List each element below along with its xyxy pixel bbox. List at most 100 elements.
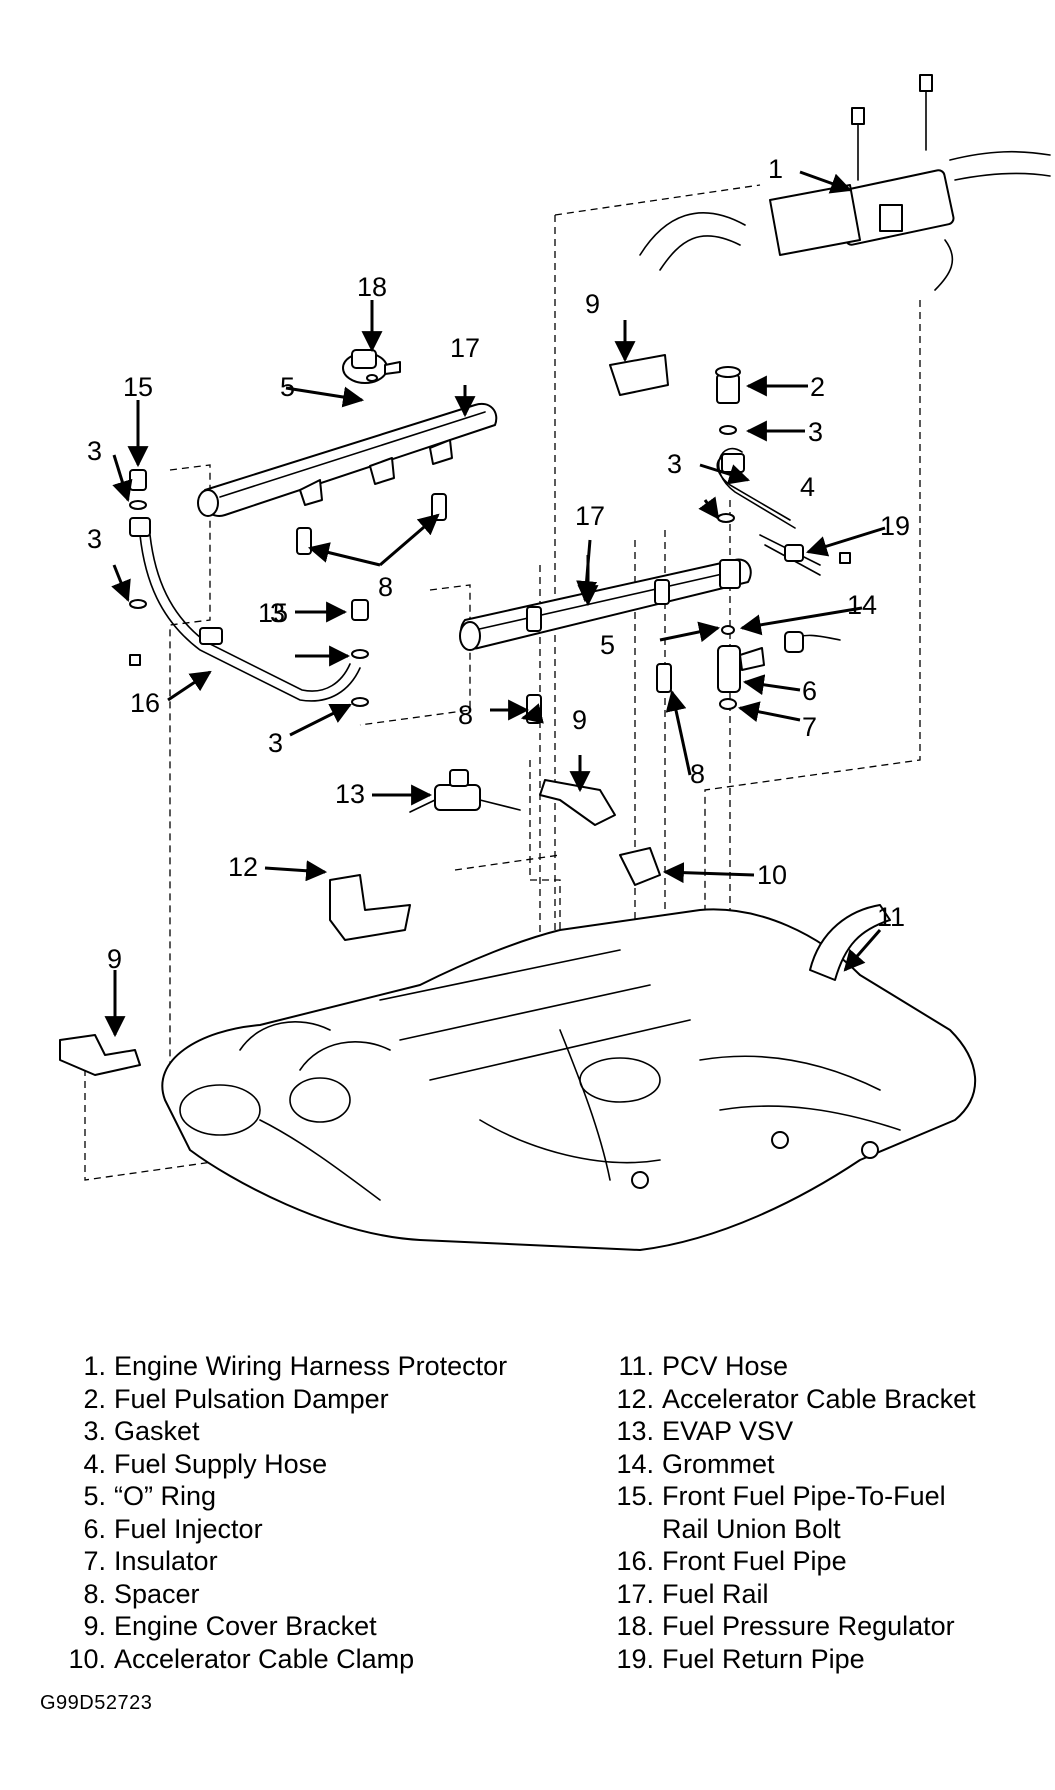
legend-item: 19. Fuel Return Pipe: [588, 1643, 1040, 1676]
callout-8: 8: [458, 700, 473, 730]
callout-14: 14: [847, 590, 877, 620]
legend-number: 7.: [83, 1546, 106, 1576]
callout-17: 17: [575, 501, 605, 531]
legend-item: 14. Grommet: [588, 1448, 1040, 1481]
legend-item: 17. Fuel Rail: [588, 1578, 1040, 1611]
legend-number: 19.: [616, 1643, 654, 1674]
legend-text: Fuel Supply Hose: [114, 1448, 328, 1479]
legend-text: Fuel Injector: [114, 1513, 263, 1544]
legend-item: 12. Accelerator Cable Bracket: [588, 1383, 1040, 1416]
legend-text: Fuel Pulsation Damper: [114, 1383, 389, 1414]
legend-text: Accelerator Cable Bracket: [662, 1383, 976, 1414]
legend-item: 15. Front Fuel Pipe-To-Fuel: [588, 1480, 1040, 1513]
legend-number: 4.: [83, 1448, 106, 1479]
callout-3: 3: [270, 598, 285, 628]
legend-text: Gasket: [114, 1416, 200, 1446]
legend-item: 5. “O” Ring: [40, 1480, 580, 1513]
legend-text: Fuel Pressure Regulator: [662, 1611, 955, 1641]
legend-text: PCV Hose: [662, 1351, 789, 1381]
legend-text-continuation: Rail Union Bolt: [662, 1513, 841, 1544]
legend-text: Engine Cover Bracket: [114, 1611, 377, 1641]
legend-text: Fuel Return Pipe: [662, 1643, 865, 1674]
legend-number: 10.: [68, 1643, 106, 1674]
front-fuel-pipe: [129, 469, 369, 707]
callout-8: 8: [690, 759, 705, 789]
callout-labels: 1 2 3 3 3 3 3 3 4 5 5 6 7 8 8 8 9 9 9 10…: [87, 154, 910, 974]
callout-11: 11: [877, 902, 905, 932]
legend-number: 1.: [83, 1351, 106, 1381]
legend-number: 17.: [616, 1578, 654, 1609]
legend-item: 9. Engine Cover Bracket: [40, 1610, 580, 1643]
parts-legend: 1. Engine Wiring Harness Protector 2. Fuel…: [40, 1350, 1040, 1690]
callout-10: 10: [757, 860, 787, 890]
legend-number: 2.: [83, 1383, 106, 1414]
callout-7: 7: [802, 712, 817, 742]
legend-item: 2. Fuel Pulsation Damper: [40, 1383, 580, 1416]
callout-3: 3: [268, 728, 283, 758]
legend-item: 10. Accelerator Cable Clamp: [40, 1643, 580, 1676]
callout-19: 19: [880, 511, 910, 541]
callout-6: 6: [802, 676, 817, 706]
legend-number: 16.: [616, 1546, 654, 1576]
legend-text: Grommet: [662, 1448, 775, 1479]
callout-5: 5: [600, 630, 615, 660]
legend-number: 6.: [83, 1513, 106, 1544]
callout-3: 3: [87, 436, 102, 466]
legend-number: 5.: [83, 1481, 106, 1511]
callout-3: 3: [667, 449, 682, 479]
figure-code: G99D52723: [40, 1692, 153, 1714]
legend-number: 11.: [618, 1351, 654, 1381]
legend-item: 8. Spacer: [40, 1578, 580, 1611]
callout-15: 15: [258, 598, 288, 628]
legend-text: “O” Ring: [114, 1481, 217, 1511]
legend-item: 1. Engine Wiring Harness Protector: [40, 1350, 580, 1383]
legend-text: Engine Wiring Harness Protector: [114, 1351, 508, 1381]
legend-item: 6. Fuel Injector: [40, 1513, 580, 1546]
legend-number: 8.: [83, 1578, 106, 1609]
legend-text: Insulator: [114, 1546, 218, 1576]
legend-item: 16. Front Fuel Pipe: [588, 1545, 1040, 1578]
fuel-injector: [717, 625, 841, 710]
callout-2: 2: [810, 372, 825, 402]
callout-1: 1: [768, 154, 783, 184]
legend-item: 3. Gasket: [40, 1415, 580, 1448]
engine-intake-manifold: [161, 904, 977, 1251]
callout-9: 9: [585, 289, 600, 319]
legend-text: Front Fuel Pipe-To-Fuel: [662, 1481, 946, 1511]
legend-text: Fuel Rail: [662, 1578, 769, 1609]
callout-arrows: [104, 170, 886, 1038]
callout-13: 13: [335, 779, 365, 809]
legend-item: 7. Insulator: [40, 1545, 580, 1578]
fuel-rail-main: [459, 558, 752, 724]
legend-text: Front Fuel Pipe: [662, 1546, 847, 1576]
legend-text: Spacer: [114, 1578, 200, 1609]
callout-3: 3: [87, 524, 102, 554]
callout-3: 3: [808, 417, 823, 447]
exploded-view-diagram: 1 2 3 3 3 3 3 3 4 5 5 6 7 8 8 8 9 9 9 10…: [59, 74, 1051, 1251]
callout-17: 17: [450, 333, 480, 363]
brackets-and-vsv: [59, 354, 669, 1076]
legend-item: 13. EVAP VSV: [588, 1415, 1040, 1448]
callout-18: 18: [357, 272, 387, 302]
callout-8: 8: [378, 572, 393, 602]
legend-column-left: 1. Engine Wiring Harness Protector 2. Fuel…: [40, 1350, 580, 1675]
legend-number: 3.: [83, 1416, 106, 1446]
callout-15: 15: [123, 372, 153, 402]
legend-item: 11. PCV Hose: [588, 1350, 1040, 1383]
wiring-harness-protector: [639, 74, 1051, 291]
legend-number: 14.: [616, 1448, 654, 1479]
legend-number: 9.: [83, 1611, 106, 1641]
legend-number: 12.: [616, 1383, 654, 1414]
callout-9: 9: [107, 944, 122, 974]
legend-text: EVAP VSV: [662, 1416, 794, 1446]
fuel-rail-upper: [197, 374, 498, 555]
legend-item: 4. Fuel Supply Hose: [40, 1448, 580, 1481]
legend-text: Accelerator Cable Clamp: [114, 1643, 415, 1674]
callout-16: 16: [130, 688, 160, 718]
legend-number: 13.: [616, 1416, 654, 1446]
callout-9: 9: [572, 705, 587, 735]
callout-5: 5: [280, 372, 295, 402]
legend-column-right: 11. PCV Hose 12. Accelerator Cable Bracket…: [588, 1350, 1040, 1675]
legend-number: 15.: [616, 1481, 654, 1511]
callout-12: 12: [228, 852, 258, 882]
